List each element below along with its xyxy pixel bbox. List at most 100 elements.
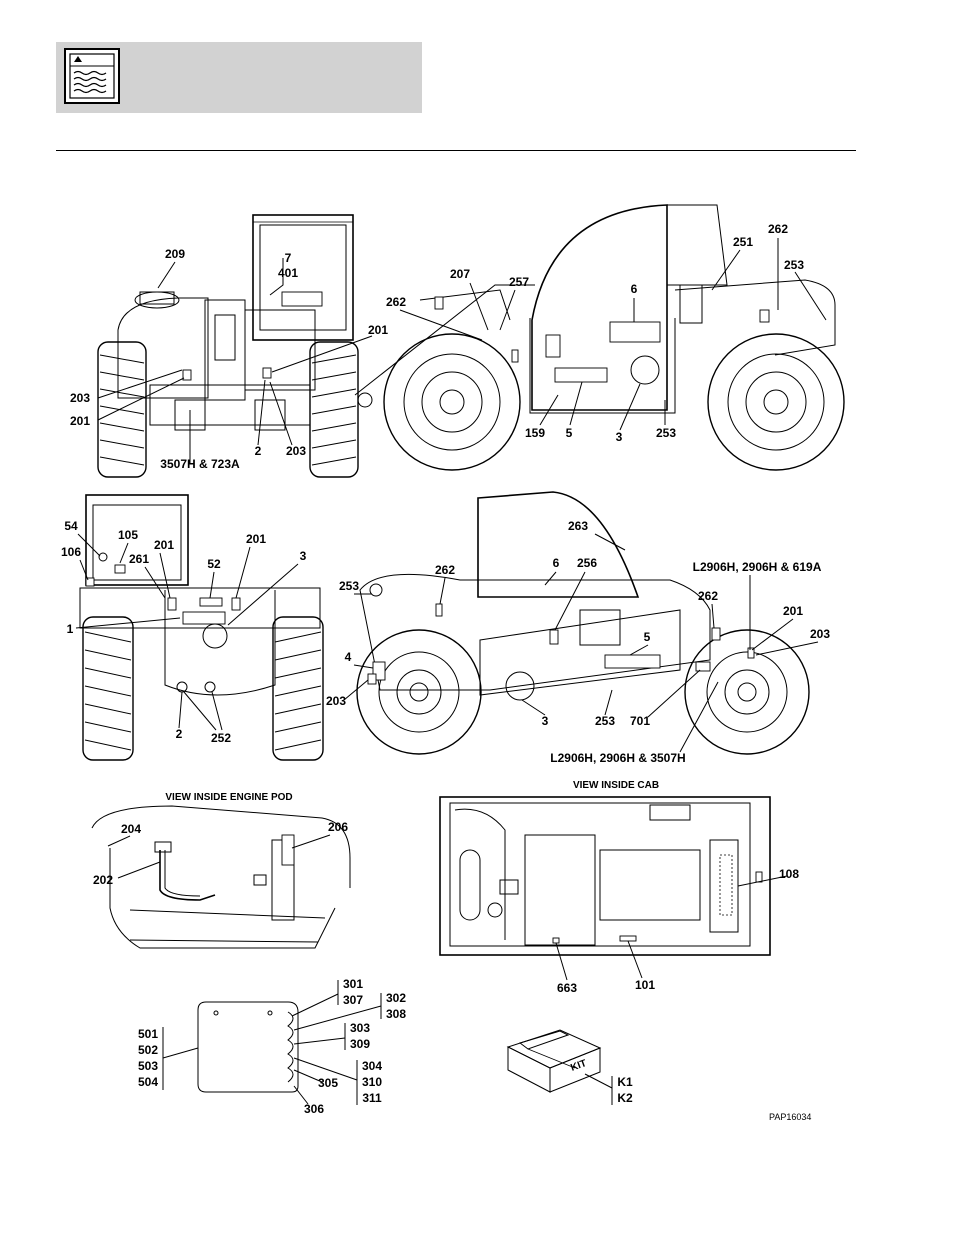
callout-label: 257 <box>509 275 529 289</box>
callout-label: K2 <box>617 1091 633 1105</box>
callout-label: 201 <box>154 538 174 552</box>
decal-manual-icon <box>64 48 120 104</box>
callout-label: 253 <box>339 579 359 593</box>
callout-label: 301 <box>343 977 363 991</box>
callout-label: 201 <box>246 532 266 546</box>
callout-label: 262 <box>768 222 788 236</box>
engine-pod-leaders <box>107 834 331 879</box>
callout-label: 203 <box>70 391 90 405</box>
callout-label: 2 <box>176 727 183 741</box>
callout-label: 206 <box>328 820 348 834</box>
callout-label: 207 <box>450 267 470 281</box>
callout-label: 251 <box>733 235 753 249</box>
cab-interior-leaders <box>555 875 788 981</box>
header-rule <box>56 150 856 151</box>
cab-left-side <box>477 491 640 598</box>
callout-label: 305 <box>318 1076 338 1090</box>
callout-label: 304 <box>362 1059 382 1073</box>
rear-left-tire <box>82 616 134 761</box>
callout-label: 310 <box>362 1075 382 1089</box>
callout-label: 262 <box>698 589 718 603</box>
callout-label: 504 <box>138 1075 158 1089</box>
callout-label: 302 <box>386 991 406 1005</box>
callout-label: 6 <box>553 556 560 570</box>
front-view-machine <box>97 214 359 478</box>
callout-label: 306 <box>304 1102 324 1116</box>
callout-label: 253 <box>784 258 804 272</box>
callout-label: 101 <box>635 978 655 992</box>
callout-label: 5 <box>644 630 651 644</box>
callout-label: 262 <box>435 563 455 577</box>
callout-label: 253 <box>656 426 676 440</box>
callout-label: 3 <box>542 714 549 728</box>
callout-label: 3 <box>300 549 307 563</box>
callout-label: 307 <box>343 993 363 1007</box>
callout-label: 159 <box>525 426 545 440</box>
callout-label: 203 <box>326 694 346 708</box>
callout-label: 202 <box>93 873 113 887</box>
callout-label: 108 <box>779 867 799 881</box>
callout-label: 502 <box>138 1043 158 1057</box>
callout-label: 1 <box>67 622 74 636</box>
side-view-right-machine <box>354 204 845 471</box>
callout-label: 5 <box>566 426 573 440</box>
cab-side <box>531 204 668 411</box>
callout-label: 201 <box>70 414 90 428</box>
callout-label: 503 <box>138 1059 158 1073</box>
rear-view-machine <box>79 494 324 761</box>
left-front-tire <box>356 629 482 755</box>
callout-label: 7 <box>285 251 292 265</box>
callout-label: K1 <box>617 1075 633 1089</box>
callout-label: 201 <box>368 323 388 337</box>
side-view-left-leaders <box>343 533 819 753</box>
left-rear-tire <box>684 629 810 755</box>
callout-label: 253 <box>595 714 615 728</box>
callout-label: 4 <box>345 650 352 664</box>
cab-interior-view <box>439 796 771 956</box>
callout-label: 501 <box>138 1027 158 1041</box>
kit-leaders <box>584 1073 613 1105</box>
view-caption: VIEW INSIDE CAB <box>573 780 659 791</box>
rear-view-leaders <box>75 533 299 731</box>
kit-label: KIT <box>569 1058 588 1074</box>
side-view-left-machine <box>356 491 810 755</box>
callout-label: 262 <box>386 295 406 309</box>
callout-label: 701 <box>630 714 650 728</box>
front-view-leaders <box>97 258 373 463</box>
callout-label: 401 <box>278 266 298 280</box>
callout-label: 52 <box>207 557 221 571</box>
callout-label: 256 <box>577 556 597 570</box>
callout-label: 54 <box>64 519 78 533</box>
callout-label: 261 <box>129 552 149 566</box>
kit-box: KIT <box>506 1029 602 1093</box>
callout-label: 105 <box>118 528 138 542</box>
callout-label: 252 <box>211 731 231 745</box>
callout-label: 6 <box>631 282 638 296</box>
callout-label: 203 <box>286 444 306 458</box>
callout-label: 204 <box>121 822 141 836</box>
view-captions: VIEW INSIDE ENGINE POD VIEW INSIDE CAB <box>165 780 659 803</box>
rear-right-tire <box>272 616 324 761</box>
cab-front <box>252 214 354 341</box>
callout-label: 309 <box>350 1037 370 1051</box>
figure-id: PAP16034 <box>769 1112 811 1122</box>
callout-label: 303 <box>350 1021 370 1035</box>
callout-label: 311 <box>362 1091 382 1105</box>
callout-label: L2906H, 2906H & 619A <box>693 560 822 574</box>
view-caption: VIEW INSIDE ENGINE POD <box>165 792 292 803</box>
engine-pod-view <box>91 805 351 949</box>
decal-sheet-leaders <box>162 980 382 1105</box>
boom-arm <box>354 284 535 396</box>
callout-label: 3 <box>616 430 623 444</box>
side-view-right-leaders <box>399 238 827 431</box>
decal-sheet <box>197 1001 299 1093</box>
cab-rear <box>85 494 189 586</box>
callout-label: 2 <box>255 444 262 458</box>
callout-label: 209 <box>165 247 185 261</box>
callout-label: 203 <box>810 627 830 641</box>
callout-label: 663 <box>557 981 577 995</box>
callout-label: 263 <box>568 519 588 533</box>
callout-label: 201 <box>783 604 803 618</box>
